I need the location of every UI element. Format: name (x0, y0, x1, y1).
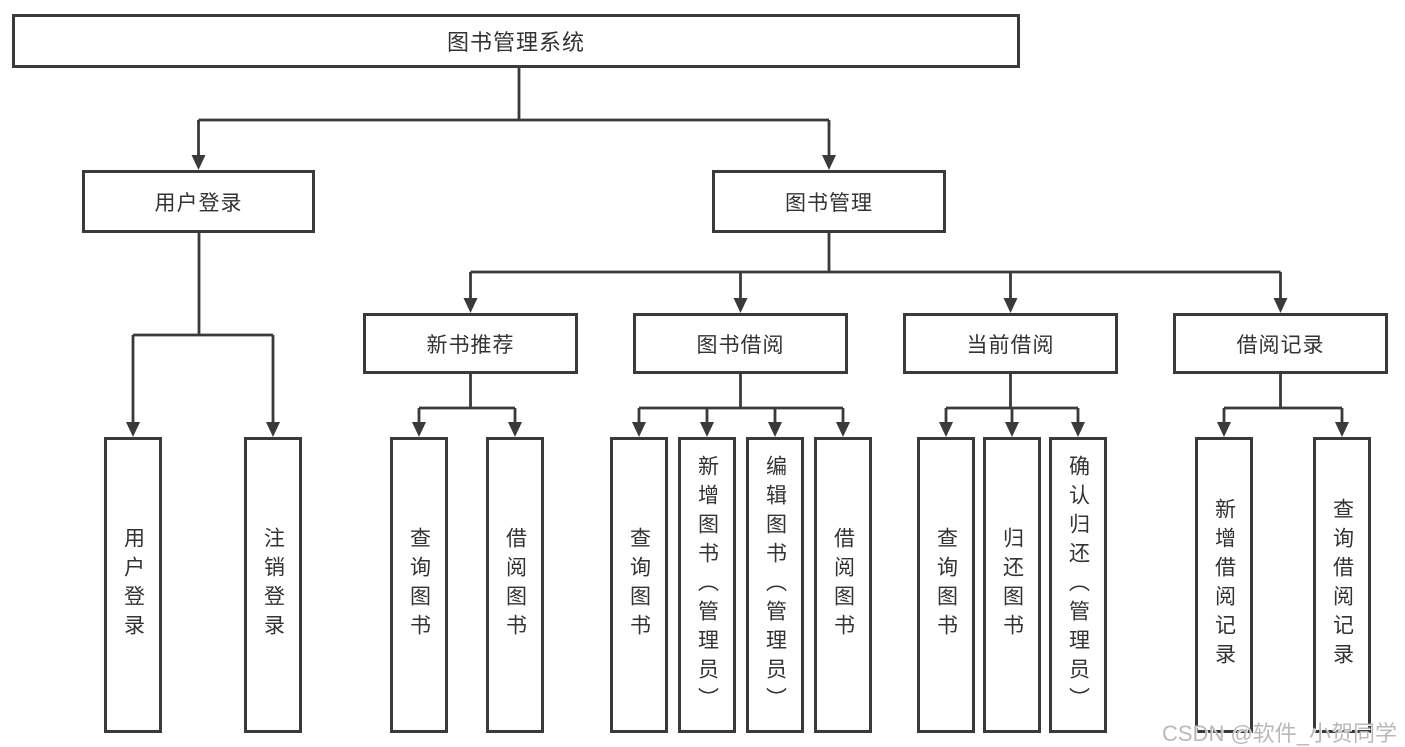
node-label: 归还图书 (1000, 527, 1024, 643)
node-new-book-recommendation: 新书推荐 (363, 313, 578, 374)
node-query-borrow-record: 查询借阅记录 (1313, 437, 1371, 733)
node-root-library-system: 图书管理系统 (12, 14, 1020, 68)
node-borrow-books-borrowing: 借阅图书 (814, 437, 872, 733)
node-label: 新增图书（管理员） (695, 454, 719, 716)
node-borrowing-records: 借阅记录 (1173, 313, 1388, 374)
node-confirm-return-admin: 确认归还（管理员） (1049, 437, 1107, 733)
node-add-book-admin: 新增图书（管理员） (678, 437, 736, 733)
node-current-borrowing: 当前借阅 (903, 313, 1118, 374)
node-label: 借阅图书 (503, 527, 527, 643)
node-edit-book-admin: 编辑图书（管理员） (746, 437, 804, 733)
node-book-management-branch: 图书管理 (712, 170, 946, 233)
node-label: 查询图书 (934, 527, 958, 643)
node-label: 新增借阅记录 (1212, 498, 1236, 672)
node-user-login-leaf: 用户登录 (104, 437, 162, 733)
node-label: 查询图书 (627, 527, 651, 643)
node-borrow-books-recommend: 借阅图书 (486, 437, 544, 733)
node-label: 注销登录 (261, 527, 285, 643)
node-label: 编辑图书（管理员） (763, 454, 787, 716)
node-add-borrow-record: 新增借阅记录 (1195, 437, 1253, 733)
csdn-watermark: CSDN @软件_小贺同学 (1162, 721, 1398, 746)
node-return-books: 归还图书 (983, 437, 1041, 733)
node-logout-leaf: 注销登录 (244, 437, 302, 733)
node-query-books-borrowing: 查询图书 (610, 437, 668, 733)
node-label: 用户登录 (121, 527, 145, 643)
node-book-borrowing: 图书借阅 (633, 313, 848, 374)
node-label: 查询图书 (407, 527, 431, 643)
node-query-books-current: 查询图书 (917, 437, 975, 733)
node-label: 借阅图书 (831, 527, 855, 643)
node-query-books-recommend: 查询图书 (390, 437, 448, 733)
node-label: 查询借阅记录 (1330, 498, 1354, 672)
node-user-login-branch: 用户登录 (82, 170, 315, 233)
node-label: 确认归还（管理员） (1066, 454, 1090, 716)
